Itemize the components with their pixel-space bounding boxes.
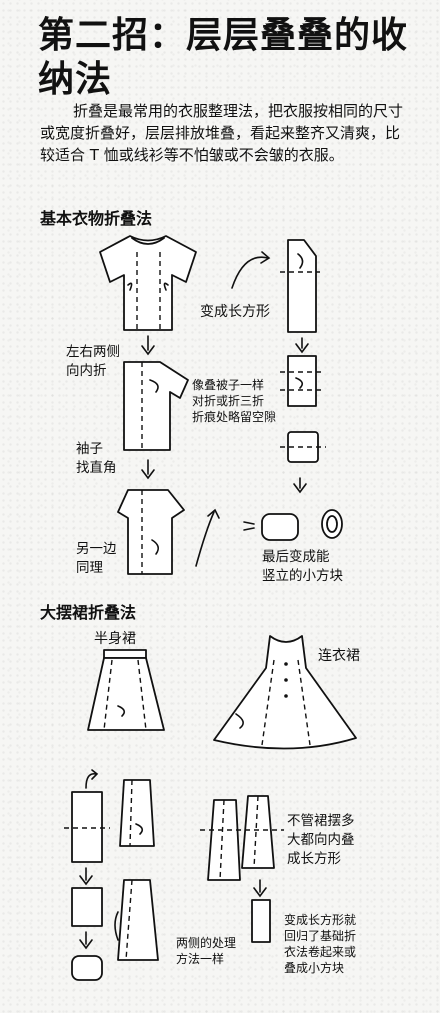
page-title: 第二招：层层叠叠的收纳法 [38, 15, 409, 100]
note-final: 最后变成能 竖立的小方块 [262, 549, 343, 584]
half-skirt-illustration [87, 649, 165, 731]
dress-fold-col [200, 795, 284, 943]
note-back-to-basic: 变成长方形就 回归了基础折 衣法卷起来或 叠成小方块 [284, 913, 357, 975]
note-other-side: 另一边 同理 [76, 541, 117, 576]
note-quilt: 像叠被子一样 对折或折三折 折痕处略留空隙 [192, 378, 277, 424]
rectangle-fold-illustration [280, 239, 320, 333]
curved-arrow-icon [195, 508, 220, 567]
folded-shirt-step2 [123, 361, 189, 451]
folded-shirt-step3 [117, 489, 185, 575]
folded-rectangle [280, 355, 324, 407]
down-arrow-icon [293, 477, 307, 494]
down-arrow-icon [141, 459, 155, 480]
note-sleeve: 袖子 找直角 [76, 441, 117, 476]
note-dress: 连衣裙 [318, 648, 360, 664]
note-fold-sides: 左右两侧 向内折 [66, 344, 120, 379]
dress-illustration [213, 635, 357, 750]
note-half-skirt: 半身裙 [94, 631, 136, 647]
skirt-fold-col2 [114, 779, 159, 961]
intro-paragraph: 折叠是最常用的衣服整理法，把衣服按相同的尺寸或宽度折叠好，层层排放堆叠，看起来整… [40, 102, 404, 164]
down-arrow-icon [295, 337, 309, 354]
down-arrow-icon [141, 335, 155, 356]
final-standing-block [243, 509, 343, 541]
folded-block [280, 431, 326, 463]
section-heading-basic: 基本衣物折叠法 [40, 209, 153, 228]
note-rectangle: 变成长方形 [200, 304, 270, 320]
tshirt-illustration [99, 235, 197, 331]
curved-arrow-icon [231, 251, 271, 289]
section-heading-skirt: 大摆裙折叠法 [40, 603, 137, 622]
note-both-sides: 两侧的处理 方法一样 [176, 936, 237, 966]
note-any-hem: 不管裙摆多 大都向内叠 成长方形 [287, 813, 355, 867]
skirt-fold-col1 [64, 769, 110, 981]
